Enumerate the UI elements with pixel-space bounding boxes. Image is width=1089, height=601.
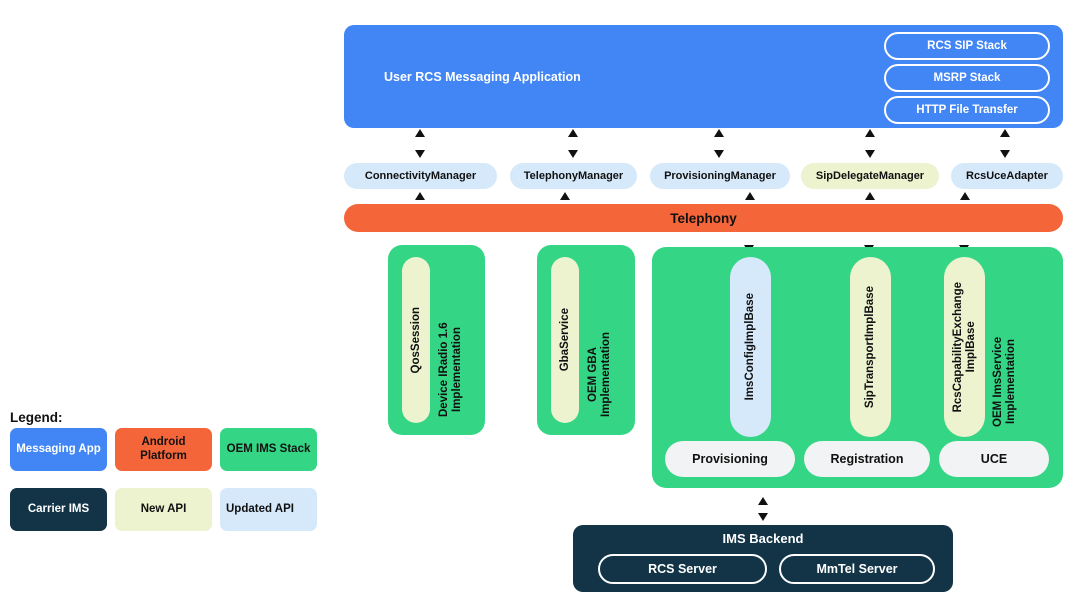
arrow-up-connectivity xyxy=(415,129,425,137)
ims-backend-block: IMS Backend RCS Server MmTel Server xyxy=(573,525,953,592)
arrow-down-rcsuce xyxy=(1000,150,1010,158)
arrow-up-telephony-telephony xyxy=(560,192,570,200)
server-mmtel: MmTel Server xyxy=(779,554,935,584)
arrow-up-sipdelegate xyxy=(865,129,875,137)
legend-item-oem-ims-stack: OEM IMS Stack xyxy=(220,428,317,471)
pill-gbaservice-label: GbaService xyxy=(558,308,571,372)
messaging-app-block: User RCS Messaging Application RCS SIP S… xyxy=(344,25,1063,128)
legend-item-new-api: New API xyxy=(115,488,212,531)
manager-connectivitymanager[interactable]: ConnectivityManager xyxy=(344,163,497,189)
arrow-up-provisioning xyxy=(714,129,724,137)
oem-block-gba-label: OEM GBA Implementation xyxy=(587,332,612,417)
pill-imsconfigimplbase-label: ImsConfigImplBase xyxy=(744,293,757,401)
service-provisioning[interactable]: Provisioning xyxy=(665,441,795,477)
app-stack-msrp: MSRP Stack xyxy=(884,64,1050,92)
oem-block-imsservice: ImsConfigImplBase SipTransportImplBase R… xyxy=(652,247,1063,488)
messaging-app-title: User RCS Messaging Application xyxy=(384,69,581,84)
oem-block-device-iradio-label: Device IRadio 1.6 Implementation xyxy=(438,322,463,417)
telephony-platform-bar: Telephony xyxy=(344,204,1063,232)
pill-imsconfigimplbase[interactable]: ImsConfigImplBase xyxy=(730,257,771,437)
pill-rcscapabilityexchangeimplbase[interactable]: RcsCapabilityExchange ImplBase xyxy=(944,257,985,437)
arrow-down-provisioning xyxy=(714,150,724,158)
arrow-up-rcsuce-telephony xyxy=(960,192,970,200)
arrow-up-rcsuce xyxy=(1000,129,1010,137)
legend-title: Legend: xyxy=(10,410,63,425)
legend-item-android-platform: Android Platform xyxy=(115,428,212,471)
telephony-platform-label: Telephony xyxy=(670,210,737,226)
service-uce[interactable]: UCE xyxy=(939,441,1049,477)
pill-siptransportimplbase-label: SipTransportImplBase xyxy=(864,285,877,409)
manager-provisioningmanager[interactable]: ProvisioningManager xyxy=(650,163,790,189)
server-rcs: RCS Server xyxy=(598,554,767,584)
legend-item-messaging-app: Messaging App xyxy=(10,428,107,471)
oem-block-device-iradio: QosSession Device IRadio 1.6 Implementat… xyxy=(388,245,485,435)
legend-item-carrier-ims: Carrier IMS xyxy=(10,488,107,531)
arrow-down-telephony xyxy=(568,150,578,158)
ims-backend-title: IMS Backend xyxy=(722,531,804,546)
arrow-up-connectivity-telephony xyxy=(415,192,425,200)
pill-qossession-label: QosSession xyxy=(409,306,422,374)
pill-siptransportimplbase[interactable]: SipTransportImplBase xyxy=(850,257,891,437)
oem-block-imsservice-label: OEM ImsService Implementation xyxy=(992,336,1017,427)
arrow-up-telephony xyxy=(568,129,578,137)
app-stack-http-file-transfer: HTTP File Transfer xyxy=(884,96,1050,124)
arrow-down-sipdelegate xyxy=(865,150,875,158)
arrow-up-sipdelegate-telephony xyxy=(865,192,875,200)
pill-gbaservice[interactable]: GbaService xyxy=(551,257,579,423)
manager-telephonymanager[interactable]: TelephonyManager xyxy=(510,163,637,189)
arrow-down-connectivity xyxy=(415,150,425,158)
app-stack-rcs-sip: RCS SIP Stack xyxy=(884,32,1050,60)
service-registration[interactable]: Registration xyxy=(804,441,930,477)
manager-rcsuceadapter[interactable]: RcsUceAdapter xyxy=(951,163,1063,189)
arrow-up-ims-backend xyxy=(758,497,768,505)
manager-sipdelegatemanager[interactable]: SipDelegateManager xyxy=(801,163,939,189)
pill-qossession[interactable]: QosSession xyxy=(402,257,430,423)
arrow-up-provisioning-telephony xyxy=(745,192,755,200)
pill-rcscapabilityexchangeimplbase-label: RcsCapabilityExchange ImplBase xyxy=(951,281,977,413)
arrow-down-ims-backend xyxy=(758,513,768,521)
oem-block-gba: GbaService OEM GBA Implementation xyxy=(537,245,635,435)
legend-item-updated-api: Updated API xyxy=(220,488,317,531)
